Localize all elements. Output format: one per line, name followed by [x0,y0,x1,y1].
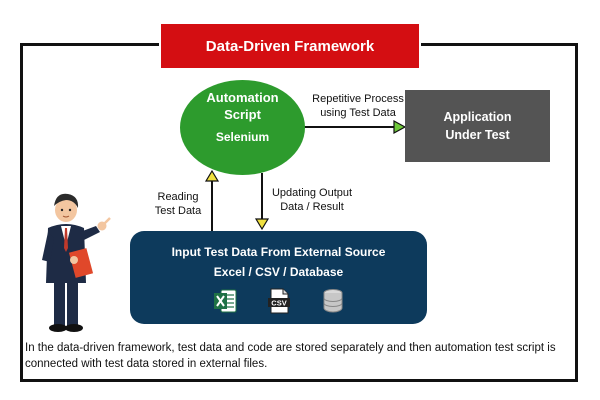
edge-reading-line1: Reading [157,191,199,203]
presenter-person-illustration [42,193,111,332]
script-tool: Selenium [215,130,270,144]
input-test-data-node: Input Test Data From External Source Exc… [130,231,427,324]
arrow-reading-head [204,169,220,182]
csv-icon-text: CSV [271,299,286,308]
edge-reading-line2: Test Data [154,205,202,217]
person-folder [68,248,94,278]
csv-file-icon: CSV [267,288,290,314]
input-line1: Input Test Data From External Source [171,245,386,259]
person-face [55,198,77,222]
edge-label-to-app: Repetitive Process using Test Data [308,92,408,120]
person-tie [64,228,68,252]
arrow-updating-head [254,218,270,231]
edge-to-app-line2: using Test Data [320,107,396,119]
app-line1: Application [443,110,512,124]
diagram-caption: In the data-driven framework, test data … [25,342,556,370]
input-line2: Excel / CSV / Database [213,265,344,279]
edge-to-app-line1: Repetitive Process [312,93,404,105]
arrow-to-app-head [393,119,407,135]
data-source-icons: CSV [130,288,427,314]
excel-icon [213,289,236,313]
edge-label-reading: Reading Test Data [148,190,208,218]
person-leg-left [54,280,65,326]
edge-updating-line1: Updating Output [271,187,353,199]
app-line2: Under Test [445,128,510,142]
script-line2: Script [224,107,261,122]
person-leg-right [67,280,78,326]
edge-label-updating: Updating Output Data / Result [267,186,357,214]
application-under-test-node: Application Under Test [405,90,550,162]
automation-script-node: Automation Script Selenium [180,80,305,175]
edge-updating-line2: Data / Result [280,201,344,213]
diagram-title: Data-Driven Framework [159,22,421,70]
person-hair [54,193,79,208]
database-icon [323,289,342,313]
script-line1: Automation [206,90,279,105]
